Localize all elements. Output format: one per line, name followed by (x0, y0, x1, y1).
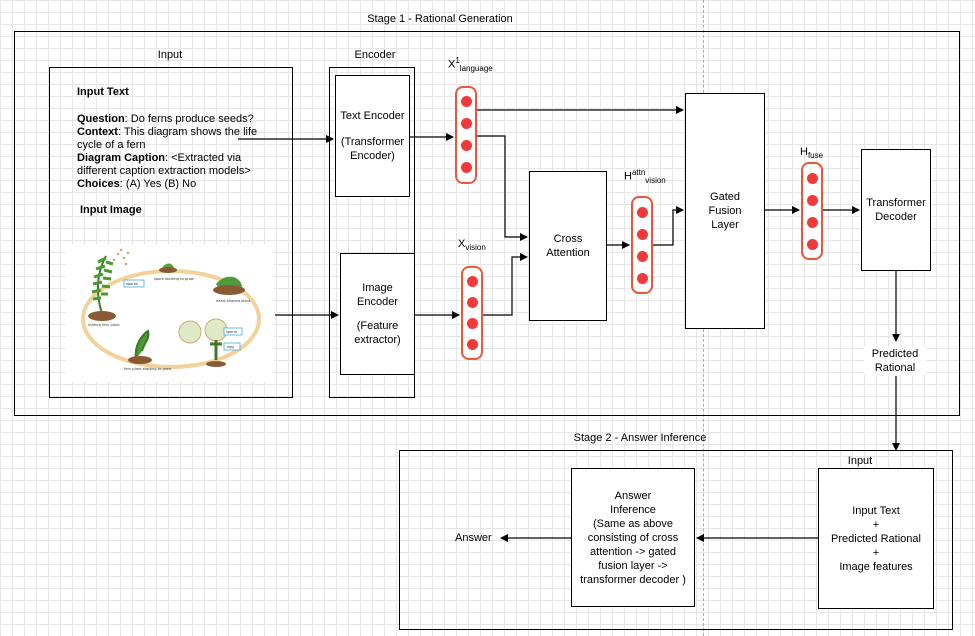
transformer-decoder-label: Transformer Decoder (866, 197, 926, 223)
text-encoder-title: Text Encoder (340, 110, 405, 122)
vector-dot (467, 276, 478, 287)
vector-dot (637, 251, 648, 262)
encoder-panel-title: Encoder (354, 49, 396, 61)
stage1-frame (14, 31, 960, 416)
vector-dot (467, 339, 478, 350)
stage2-predicted-rational: Predicted Rational (831, 532, 921, 545)
text-encoder-box: Text Encoder (Transformer Encoder) (335, 75, 410, 197)
vector-dot (637, 207, 648, 218)
h-fuse-vector (801, 162, 823, 260)
fern-lifecycle-image: spores sperm egg spore starting to grow … (66, 244, 274, 381)
vector-dot (807, 217, 818, 228)
image-encoder-box: Image Encoder (Feature extractor) (340, 253, 415, 375)
stage2-frame (399, 450, 953, 630)
input-text-block: Input Text Question: Do ferns produce se… (77, 86, 277, 191)
vector-dot (637, 229, 648, 240)
gated-fusion-box: Gated Fusion Layer (685, 93, 765, 329)
h-attn-label: Hattnvision (624, 168, 666, 185)
svg-text:fern plant starting to grow: fern plant starting to grow (124, 367, 171, 371)
h-fuse-label: Hfuse (800, 146, 824, 161)
svg-text:sperm: sperm (226, 330, 238, 334)
stage2-input-title: Input (847, 455, 873, 467)
x-language-vector (455, 86, 477, 184)
input-panel: Input Text Question: Do ferns produce se… (49, 67, 293, 398)
vector-dot (467, 318, 478, 329)
cross-attention-label: Cross Attention (546, 233, 590, 259)
choices-line: Choices: (A) Yes (B) No (77, 178, 197, 190)
answer-inference-box: Answer Inference (Same as above consisti… (571, 468, 695, 607)
gated-fusion-label: Gated Fusion Layer (708, 191, 742, 231)
vector-dot (807, 173, 818, 184)
input-image-heading: Input Image (80, 204, 142, 216)
h-attn-vector (631, 196, 653, 294)
stage2-image-features: Image features (839, 560, 913, 573)
vector-dot (461, 118, 472, 129)
input-panel-title: Input (157, 49, 183, 61)
x-language-label: X1language (448, 56, 493, 73)
vector-dot (461, 96, 472, 107)
input-text-heading: Input Text (77, 86, 129, 98)
cross-attention-box: Cross Attention (529, 171, 607, 321)
stage1-title: Stage 1 - Rational Generation (367, 13, 513, 25)
answer-inference-title: Answer (614, 489, 652, 502)
arrow-hattn-to-fusion (653, 206, 684, 246)
plus-sign: + (872, 546, 880, 559)
image-encoder-title: Image Encoder (357, 282, 398, 308)
vector-dot (461, 140, 472, 151)
transformer-decoder-box: Transformer Decoder (861, 149, 931, 271)
image-encoder-subtitle: (Feature extractor) (354, 320, 401, 346)
question-line: Question: Do ferns produce seeds? (77, 113, 254, 125)
arrow-xlang-to-cross (477, 135, 528, 241)
vector-dot (467, 297, 478, 308)
answer-inference-subtitle: Inference (610, 503, 656, 516)
vector-dot (637, 273, 648, 284)
predicted-rational-label: Predicted Rational (864, 347, 926, 375)
vector-dot (807, 239, 818, 250)
svg-text:spore starting to grow: spore starting to grow (154, 277, 194, 281)
svg-text:spores: spores (126, 282, 138, 286)
svg-text:heart-shaped plant: heart-shaped plant (216, 299, 251, 303)
plus-sign: + (872, 518, 880, 531)
arrow-xvision-to-cross (483, 253, 528, 316)
text-encoder-subtitle: (Transformer Encoder) (340, 136, 405, 162)
vector-dot (461, 162, 472, 173)
svg-text:egg: egg (227, 345, 234, 349)
encoder-panel (329, 67, 415, 398)
answer-label: Answer (455, 532, 492, 544)
answer-inference-description: (Same as above consisting of cross atten… (580, 517, 686, 586)
svg-text:mature fern plant: mature fern plant (88, 323, 120, 327)
stage2-title: Stage 2 - Answer Inference (573, 432, 707, 444)
context-line: Context: This diagram shows the life cyc… (77, 126, 258, 151)
x-vision-label: Xvision (458, 238, 486, 253)
x-vision-vector (461, 266, 483, 360)
stage2-input-box: Input Text + Predicted Rational + Image … (818, 468, 934, 609)
stage2-input-text: Input Text (852, 504, 900, 517)
caption-line: Diagram Caption: <Extracted via differen… (77, 152, 251, 177)
vector-dot (807, 195, 818, 206)
